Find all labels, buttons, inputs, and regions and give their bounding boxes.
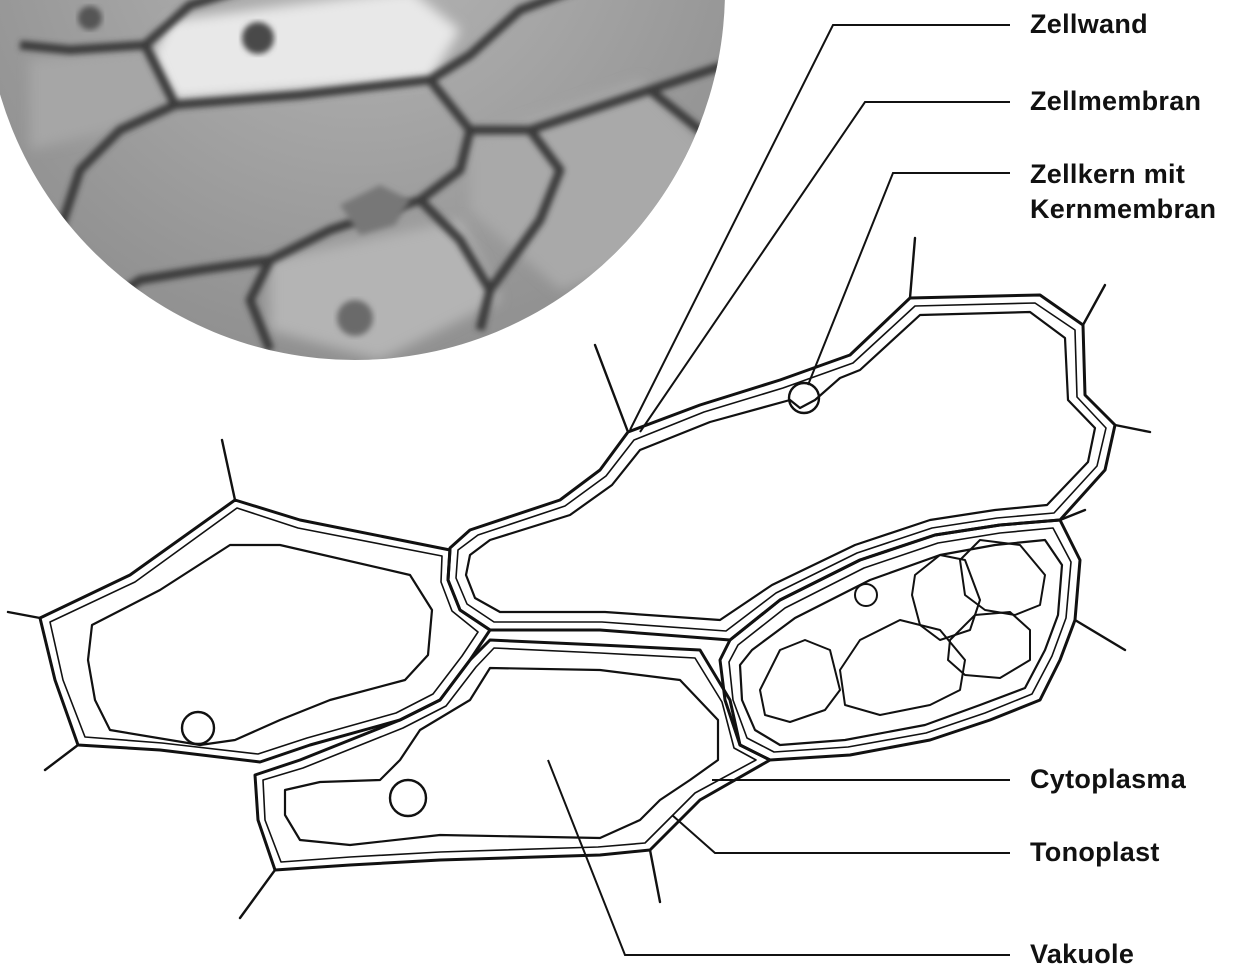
cell-bottom bbox=[240, 640, 770, 918]
leader-zellkern bbox=[808, 173, 1010, 385]
leader-tonoplast bbox=[672, 815, 1010, 853]
label-zellwand: Zellwand bbox=[1030, 8, 1148, 41]
label-vakuole: Vakuole bbox=[1030, 938, 1134, 971]
cell-right bbox=[720, 510, 1125, 760]
label-zellkern-line1: Zellkern mit bbox=[1030, 158, 1185, 191]
leader-vakuole bbox=[548, 760, 1010, 955]
label-tonoplast: Tonoplast bbox=[1030, 836, 1160, 869]
cell-drawing bbox=[8, 238, 1150, 918]
label-zellmembran: Zellmembran bbox=[1030, 85, 1201, 118]
label-zellkern-line2: Kernmembran bbox=[1030, 193, 1216, 226]
leader-zellmembran bbox=[640, 102, 1010, 432]
label-cytoplasma: Cytoplasma bbox=[1030, 763, 1186, 796]
micrograph-image bbox=[0, 0, 740, 360]
